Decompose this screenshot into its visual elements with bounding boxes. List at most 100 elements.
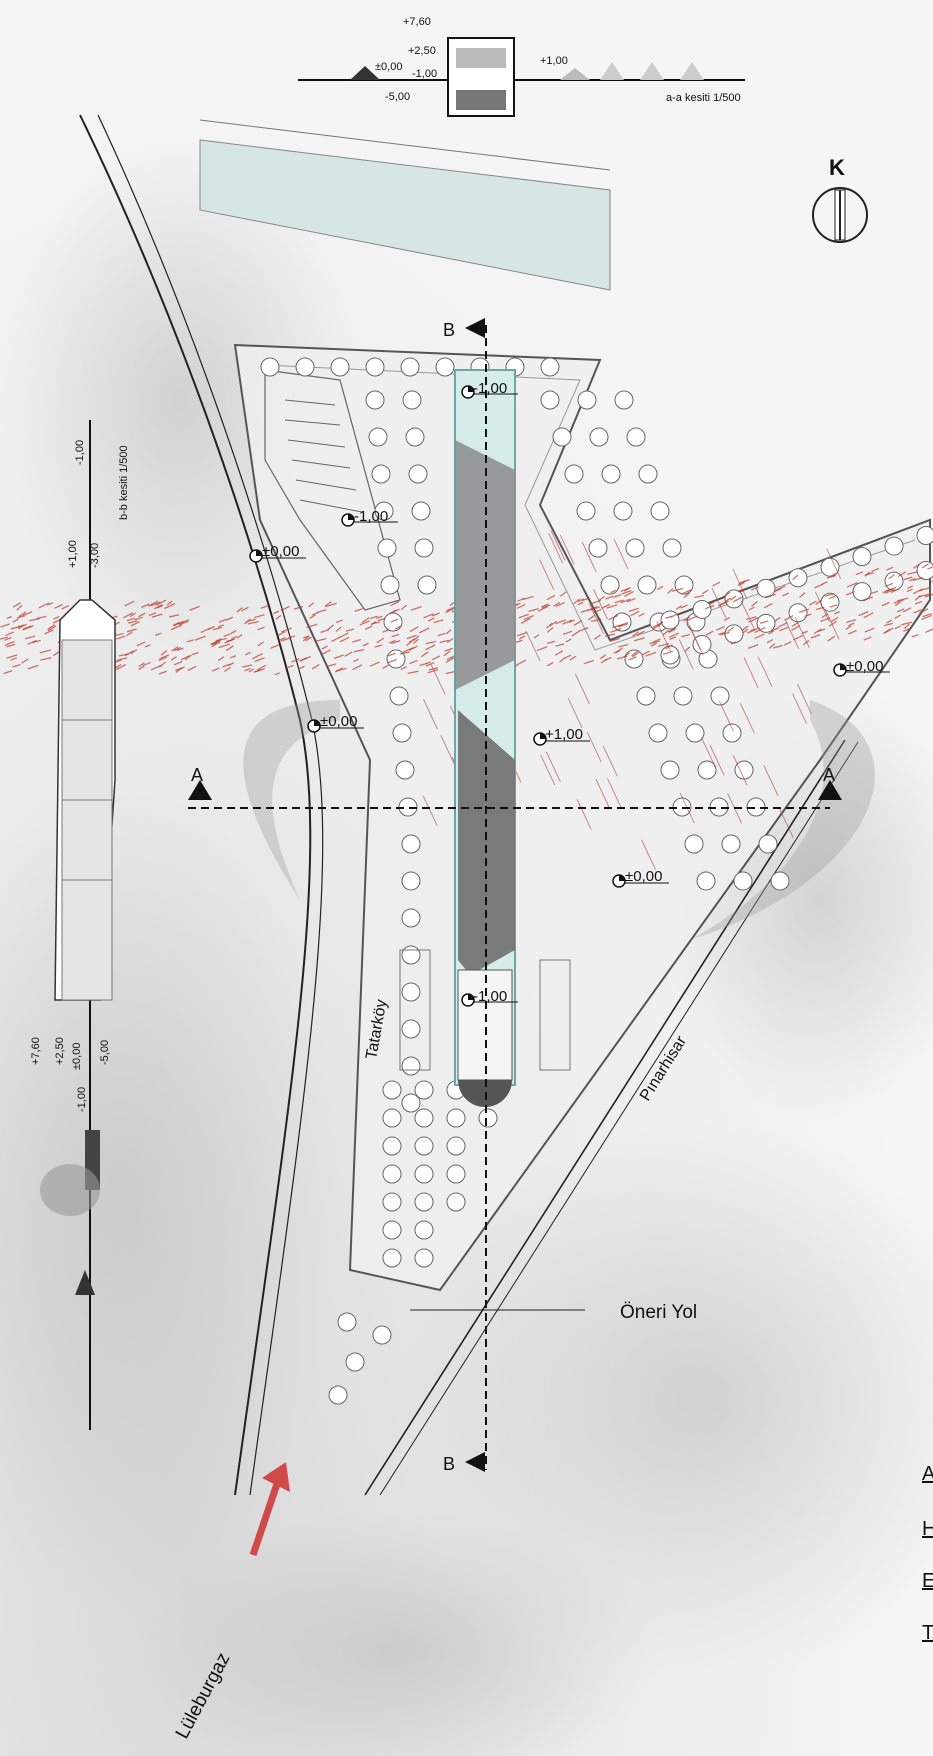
planting-streak xyxy=(781,592,790,597)
section-markers xyxy=(188,318,842,1472)
planting-streak xyxy=(810,634,821,639)
planting-streak xyxy=(845,590,855,596)
planting-streak xyxy=(176,647,184,652)
planting-streak xyxy=(345,628,355,632)
planting-streak xyxy=(911,634,919,638)
planting-streak xyxy=(848,622,855,627)
level-south-east: ±0,00 xyxy=(625,868,662,885)
planting-streak xyxy=(701,589,709,595)
tree-icon xyxy=(414,1164,434,1184)
planting-streak xyxy=(39,649,51,654)
tree-icon xyxy=(722,723,742,743)
planting-streak xyxy=(284,664,294,670)
level-top-pool: -1,00 xyxy=(473,380,507,397)
planting-streak xyxy=(828,595,836,600)
level-marker-icon xyxy=(249,549,306,563)
planting-streak xyxy=(559,591,567,597)
planting-line xyxy=(576,799,592,830)
planting-streak xyxy=(927,566,933,570)
planting-streak xyxy=(620,598,631,604)
bb-level-7: -1,00 xyxy=(76,1087,88,1112)
planting-streak xyxy=(620,587,629,593)
planting-streak xyxy=(256,664,267,671)
planting-streak xyxy=(387,652,396,657)
planting-streak xyxy=(904,623,910,629)
planting-streak xyxy=(274,672,281,676)
tree-icon xyxy=(295,357,315,377)
planting-streak xyxy=(833,610,841,615)
planting-streak xyxy=(437,632,446,637)
planting-streak xyxy=(369,661,380,667)
tree-icon xyxy=(401,908,421,928)
planting-streak xyxy=(821,613,829,619)
planting-streak xyxy=(614,599,624,604)
planting-streak xyxy=(128,620,138,624)
planting-streak xyxy=(871,567,880,573)
planting-streak xyxy=(408,645,418,651)
planting-line xyxy=(422,795,438,827)
planting-streak xyxy=(578,627,589,632)
planting-streak xyxy=(321,645,328,650)
planting-line xyxy=(709,745,725,776)
planting-streak xyxy=(559,656,566,663)
planting-streak xyxy=(223,633,230,638)
planting-streak xyxy=(211,667,220,672)
planting-streak xyxy=(138,612,146,618)
planting-streak xyxy=(638,612,645,617)
planting-streak xyxy=(325,602,337,608)
planting-streak xyxy=(335,626,342,633)
planting-streak xyxy=(377,617,386,622)
tree-icon xyxy=(692,599,712,619)
tree-icon xyxy=(446,1192,466,1212)
tree-icon xyxy=(435,357,455,377)
planting-streak xyxy=(144,644,151,648)
tree-icon xyxy=(660,760,680,780)
planting-streak xyxy=(218,618,227,623)
planting-streak xyxy=(573,620,583,626)
planting-streak xyxy=(680,604,688,609)
aa-level-5: -5,00 xyxy=(385,91,410,103)
planting-streak xyxy=(608,614,619,621)
planting-streak xyxy=(224,666,232,672)
planting-streak xyxy=(683,616,691,622)
tree-icon xyxy=(673,686,693,706)
planting-streak xyxy=(769,643,776,649)
planting-streak xyxy=(236,607,243,613)
planting-streak xyxy=(130,621,140,627)
planting-streak xyxy=(727,626,735,632)
planting-streak xyxy=(613,593,622,598)
planting-streak xyxy=(562,619,573,625)
planting-streak xyxy=(5,631,14,637)
planting-streak xyxy=(894,625,901,630)
planting-streak xyxy=(886,619,893,624)
planting-streak xyxy=(668,628,676,633)
aa-level-1: +7,60 xyxy=(403,16,431,28)
planting-streak xyxy=(618,643,629,648)
tree-icon xyxy=(330,357,350,377)
level-markers xyxy=(249,385,890,1007)
tree-icon xyxy=(626,427,646,447)
planting-streak xyxy=(17,624,25,630)
arrow-icon xyxy=(249,1462,290,1557)
planting-streak xyxy=(423,613,434,619)
planting-streak xyxy=(257,626,265,631)
level-marker-icon xyxy=(533,732,590,746)
planting-streak xyxy=(742,625,749,631)
planting-streak xyxy=(47,625,57,632)
tree-icon xyxy=(414,1108,434,1128)
planting-streak xyxy=(317,609,327,613)
planting-streak xyxy=(311,664,320,670)
planting-streak xyxy=(427,617,435,622)
planting-streak xyxy=(302,635,310,642)
tree-icon xyxy=(380,575,400,595)
planting-streak xyxy=(745,616,757,621)
planting-streak xyxy=(724,597,731,602)
planting-streak xyxy=(518,635,526,640)
planting-streak xyxy=(260,604,271,609)
planting-streak xyxy=(270,644,279,649)
planting-streak xyxy=(591,618,602,623)
planting-streak xyxy=(855,571,864,576)
planting-streak xyxy=(158,670,167,675)
planting-streak xyxy=(768,630,775,635)
